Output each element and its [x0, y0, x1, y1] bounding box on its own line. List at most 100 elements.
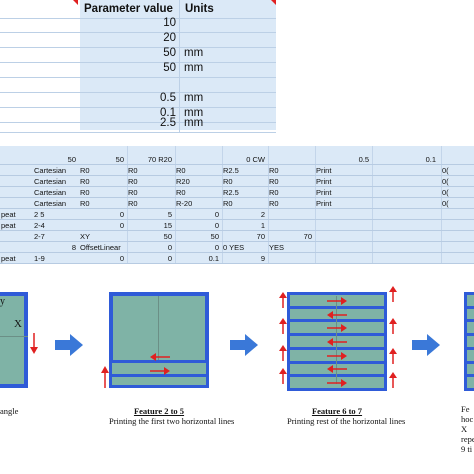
sheet-cell[interactable]: 0.1	[425, 155, 436, 164]
sheet-cell[interactable]: 50	[67, 155, 76, 164]
sheet-cell[interactable]: R0	[269, 177, 279, 186]
sheet-cell[interactable]	[269, 253, 312, 264]
sheet-cell[interactable]	[269, 154, 312, 165]
sheet-cell[interactable]: 0.1	[208, 254, 219, 263]
sheet-cell[interactable]	[1, 187, 30, 198]
sheet-cell[interactable]	[373, 242, 436, 253]
sheet-cell[interactable]: Cartesian	[34, 177, 67, 186]
sheet-cell[interactable]: R20	[176, 177, 190, 186]
sheet-cell[interactable]: YES	[269, 243, 285, 252]
sheet-cell[interactable]	[373, 165, 436, 176]
sheet-cell[interactable]: R0	[223, 199, 233, 208]
sheet-cell[interactable]: Cartesian	[34, 199, 67, 208]
sheet-cell[interactable]	[1, 198, 30, 209]
sheet-cell[interactable]	[316, 253, 369, 264]
sheet-cell[interactable]: 0.5	[358, 155, 369, 164]
sheet-cell[interactable]: 2-7	[34, 232, 45, 241]
sheet-cell[interactable]: 50	[163, 232, 172, 241]
sheet-cell[interactable]: R0	[128, 177, 138, 186]
sheet-cell[interactable]: R0	[128, 188, 138, 197]
sheet-cell[interactable]: 8	[71, 243, 76, 252]
cell-value[interactable]: 50	[80, 44, 180, 62]
sheet-cell[interactable]: 0(	[442, 166, 449, 175]
cell-value[interactable]: 0.5	[80, 89, 180, 107]
sheet-cell[interactable]: 2 5	[34, 210, 45, 219]
sheet-cell[interactable]: 50	[115, 155, 124, 164]
sheet-cell[interactable]: Cartesian	[34, 188, 67, 197]
sheet-cell[interactable]: 5	[167, 210, 172, 219]
cell-value[interactable]: 2.5	[80, 114, 180, 132]
sheet-cell[interactable]: 0(	[442, 188, 449, 197]
sheet-cell[interactable]	[373, 209, 436, 220]
sheet-cell[interactable]: 0	[214, 243, 219, 252]
sheet-cell[interactable]	[316, 242, 369, 253]
sheet-cell[interactable]	[1, 154, 30, 165]
sheet-cell[interactable]: peat	[1, 221, 16, 230]
sheet-cell[interactable]: 9	[260, 254, 265, 263]
sheet-cell[interactable]: R0	[80, 188, 90, 197]
sheet-cell[interactable]: Print	[316, 166, 332, 175]
sheet-cell[interactable]: 0 YES	[223, 243, 245, 252]
sheet-cell[interactable]: R0	[128, 166, 138, 175]
sheet-cell[interactable]: 2	[260, 210, 265, 219]
sheet-cell[interactable]: R0	[269, 166, 279, 175]
sheet-cell[interactable]: Cartesian	[34, 166, 67, 175]
sheet-cell[interactable]: 15	[163, 221, 172, 230]
sheet-cell[interactable]	[442, 209, 472, 220]
sheet-cell[interactable]: 0	[119, 221, 124, 230]
sheet-cell[interactable]: R0	[176, 188, 186, 197]
sheet-cell[interactable]: R0	[269, 199, 279, 208]
sheet-cell[interactable]: Print	[316, 177, 332, 186]
cell-units[interactable]: mm	[184, 117, 204, 129]
sheet-cell[interactable]	[316, 231, 369, 242]
sheet-cell[interactable]	[1, 231, 30, 242]
sheet-cell[interactable]	[269, 209, 312, 220]
sheet-cell[interactable]: R0	[80, 177, 90, 186]
sheet-cell[interactable]	[1, 176, 30, 187]
sheet-cell[interactable]	[373, 220, 436, 231]
sheet-cell[interactable]	[442, 242, 472, 253]
sheet-cell[interactable]	[373, 231, 436, 242]
sheet-cell[interactable]: 70	[303, 232, 312, 241]
sheet-cell[interactable]: R0	[128, 199, 138, 208]
sheet-cell[interactable]: 0(	[442, 177, 449, 186]
cell-value[interactable]	[80, 74, 180, 92]
sheet-cell[interactable]: 70	[256, 232, 265, 241]
sheet-cell[interactable]: R0	[176, 166, 186, 175]
cell-units[interactable]: mm	[184, 47, 204, 59]
sheet-cell[interactable]: Print	[316, 188, 332, 197]
sheet-cell[interactable]: R-20	[176, 199, 193, 208]
sheet-cell[interactable]	[1, 165, 30, 176]
sheet-cell[interactable]: 2-4	[34, 221, 45, 230]
sheet-cell[interactable]: R0	[269, 188, 279, 197]
sheet-cell[interactable]	[316, 220, 369, 231]
sheet-cell[interactable]: R0	[223, 177, 233, 186]
sheet-cell[interactable]: 0	[167, 254, 172, 263]
sheet-cell[interactable]: Print	[316, 199, 332, 208]
cell-units[interactable]: mm	[184, 92, 204, 104]
sheet-cell[interactable]: XY	[80, 232, 91, 241]
header-units[interactable]: Units	[185, 3, 214, 15]
sheet-cell[interactable]: 0	[214, 210, 219, 219]
sheet-cell[interactable]: 1-9	[34, 254, 45, 263]
cell-value[interactable]: 10	[80, 14, 180, 32]
sheet-cell[interactable]: 0(	[442, 199, 449, 208]
sheet-cell[interactable]	[176, 154, 219, 165]
cell-value[interactable]: 20	[80, 29, 180, 47]
sheet-cell[interactable]: peat	[1, 254, 16, 263]
sheet-cell[interactable]: OffsetLinear	[80, 243, 121, 252]
sheet-cell[interactable]	[373, 187, 436, 198]
sheet-cell[interactable]	[316, 209, 369, 220]
cell-units[interactable]: mm	[184, 62, 204, 74]
sheet-cell[interactable]: R0	[80, 199, 90, 208]
sheet-cell[interactable]: R2.5	[223, 166, 239, 175]
sheet-cell[interactable]	[442, 253, 472, 264]
sheet-cell[interactable]: 50	[210, 232, 219, 241]
sheet-cell[interactable]: 0 CW	[246, 155, 265, 164]
sheet-cell[interactable]: 0	[214, 221, 219, 230]
sheet-cell[interactable]: 0	[119, 254, 124, 263]
sheet-cell[interactable]	[442, 231, 472, 242]
cell-units[interactable]: mm	[184, 107, 204, 119]
sheet-cell[interactable]	[1, 242, 30, 253]
sheet-cell[interactable]: peat	[1, 210, 16, 219]
